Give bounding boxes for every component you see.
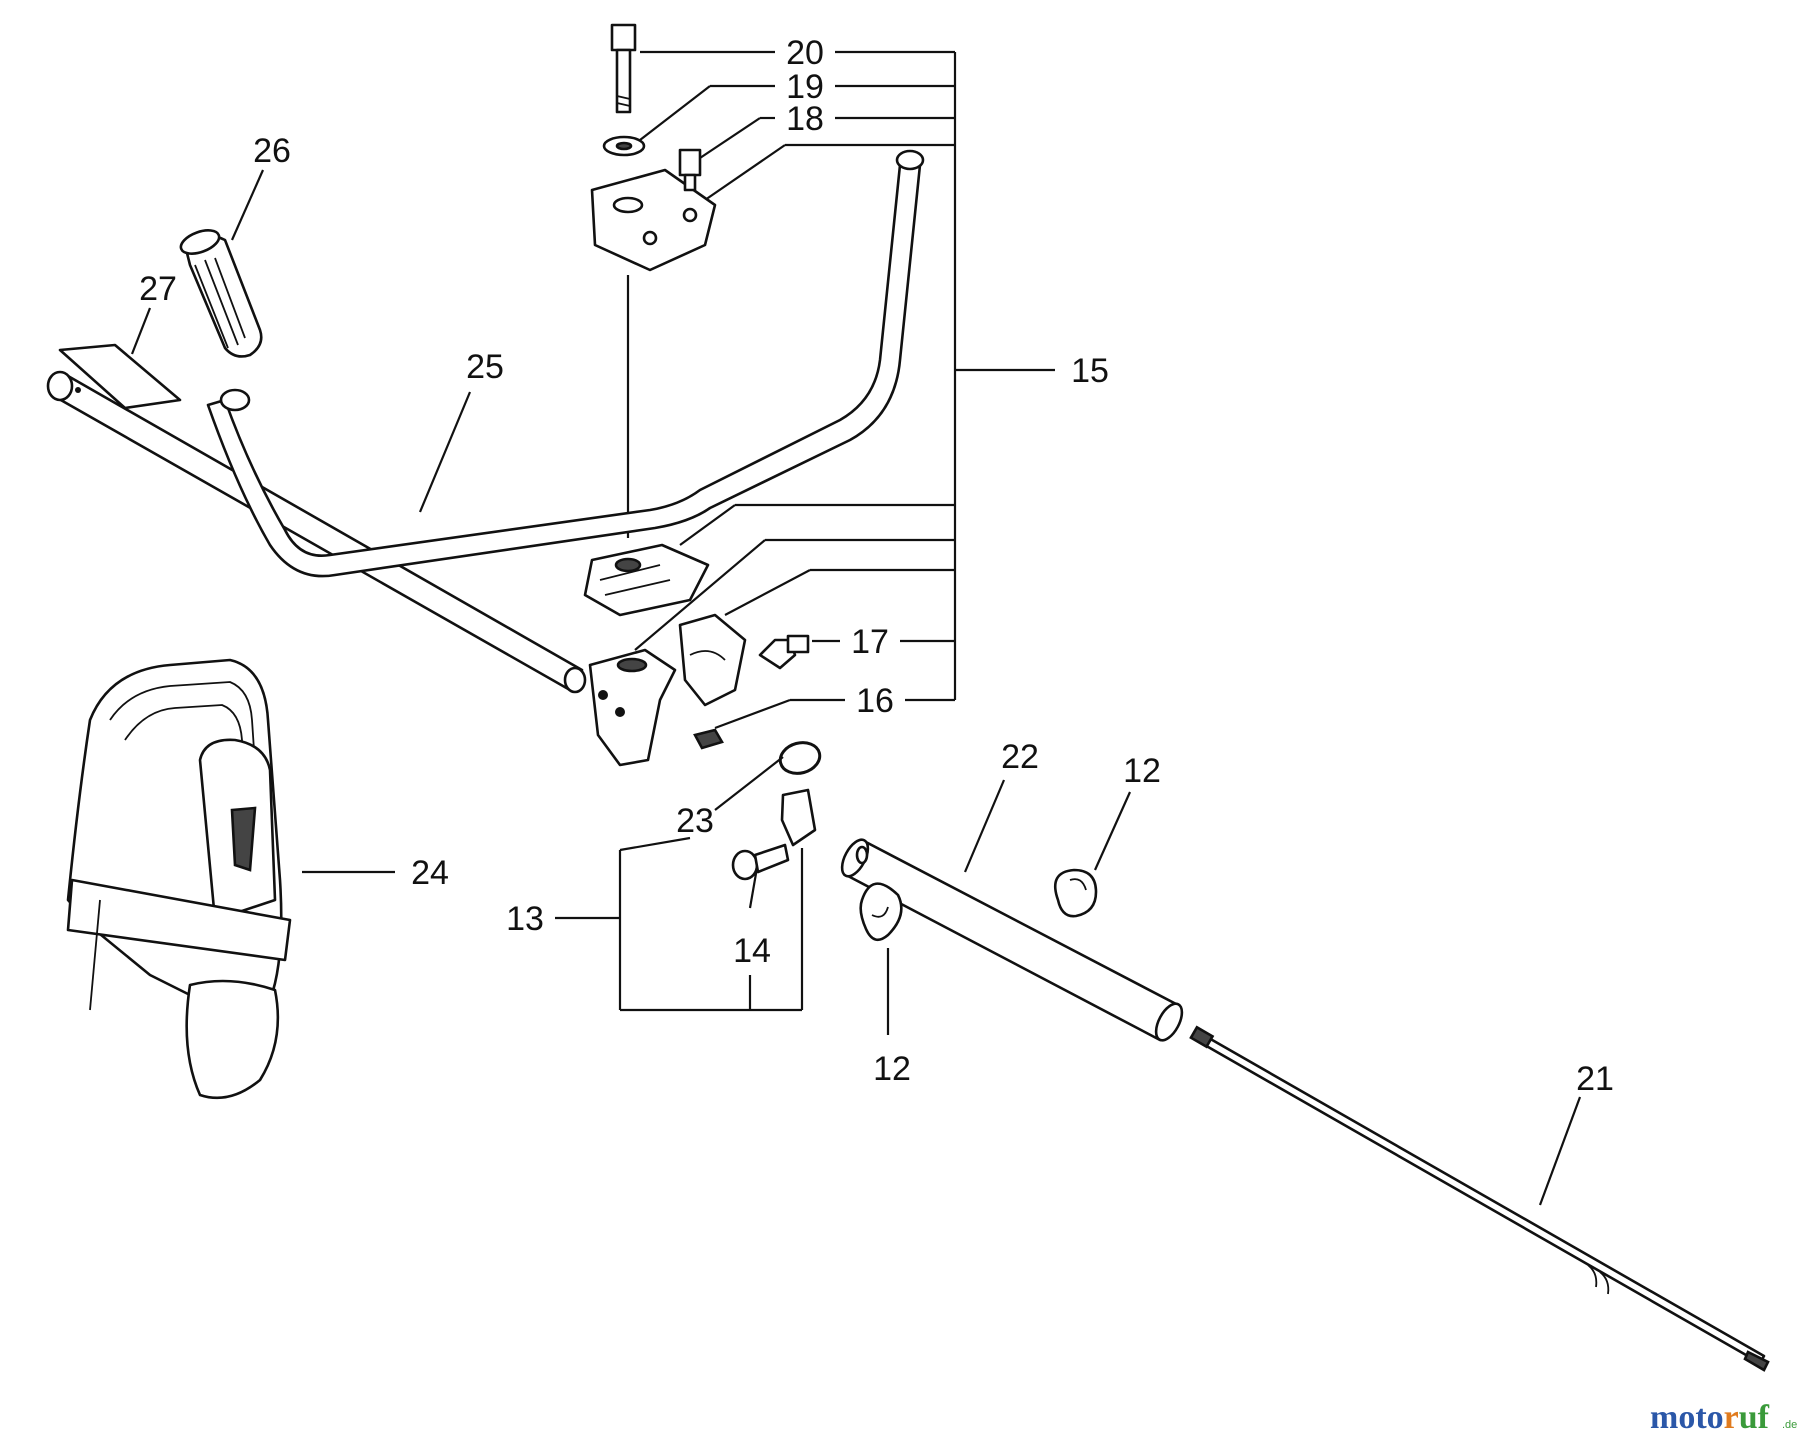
clamp-side	[678, 613, 747, 707]
callout-20: 20	[786, 34, 824, 72]
drive-tube	[840, 838, 1184, 1042]
bolt	[610, 23, 637, 114]
callout-21: 25	[466, 348, 504, 386]
callout-14: 14	[733, 932, 771, 970]
callout-16: 16	[856, 682, 894, 720]
svg-text:.de: .de	[1782, 1419, 1797, 1431]
hanger-ring	[778, 741, 822, 847]
callout-24: 22	[1001, 738, 1039, 776]
callout-12-lower: 12	[873, 1050, 911, 1088]
drive-shaft	[1189, 1025, 1770, 1372]
upper-clamp	[590, 168, 717, 272]
loop-handle	[46, 149, 925, 694]
warning-label	[58, 343, 182, 410]
tube-clip-lower	[859, 882, 903, 942]
callout-27: 23	[676, 802, 714, 840]
callout-22: 26	[253, 132, 291, 170]
callout-15: 15	[1071, 352, 1109, 390]
clamp-base	[588, 648, 677, 767]
shoulder-harness	[66, 658, 292, 1100]
side-screw	[758, 634, 810, 670]
svg-text:motoruf: motoruf	[1650, 1399, 1770, 1435]
callout-13: 13	[506, 900, 544, 938]
callout-17: 17	[851, 623, 889, 661]
callout-25: 21	[1576, 1060, 1614, 1098]
callout-23: 27	[139, 270, 177, 308]
callout-labels: 20 19 18 26 27 25 15 17 16 22 12 23 24 1…	[139, 34, 1614, 1098]
callout-26: 24	[411, 854, 449, 892]
hanger-screw	[731, 843, 790, 881]
callout-19: 19	[786, 68, 824, 106]
callout-18: 18	[786, 100, 824, 138]
square-nut	[693, 728, 724, 750]
washer	[602, 135, 646, 157]
watermark-logo: motoruf .de	[1650, 1399, 1797, 1435]
tube-clip-upper	[1053, 868, 1098, 918]
handle-grip	[179, 229, 263, 358]
screw	[678, 148, 702, 192]
callout-12-upper: 12	[1123, 752, 1161, 790]
leader-lines	[130, 50, 1582, 1206]
lower-clamp-top	[583, 543, 710, 617]
